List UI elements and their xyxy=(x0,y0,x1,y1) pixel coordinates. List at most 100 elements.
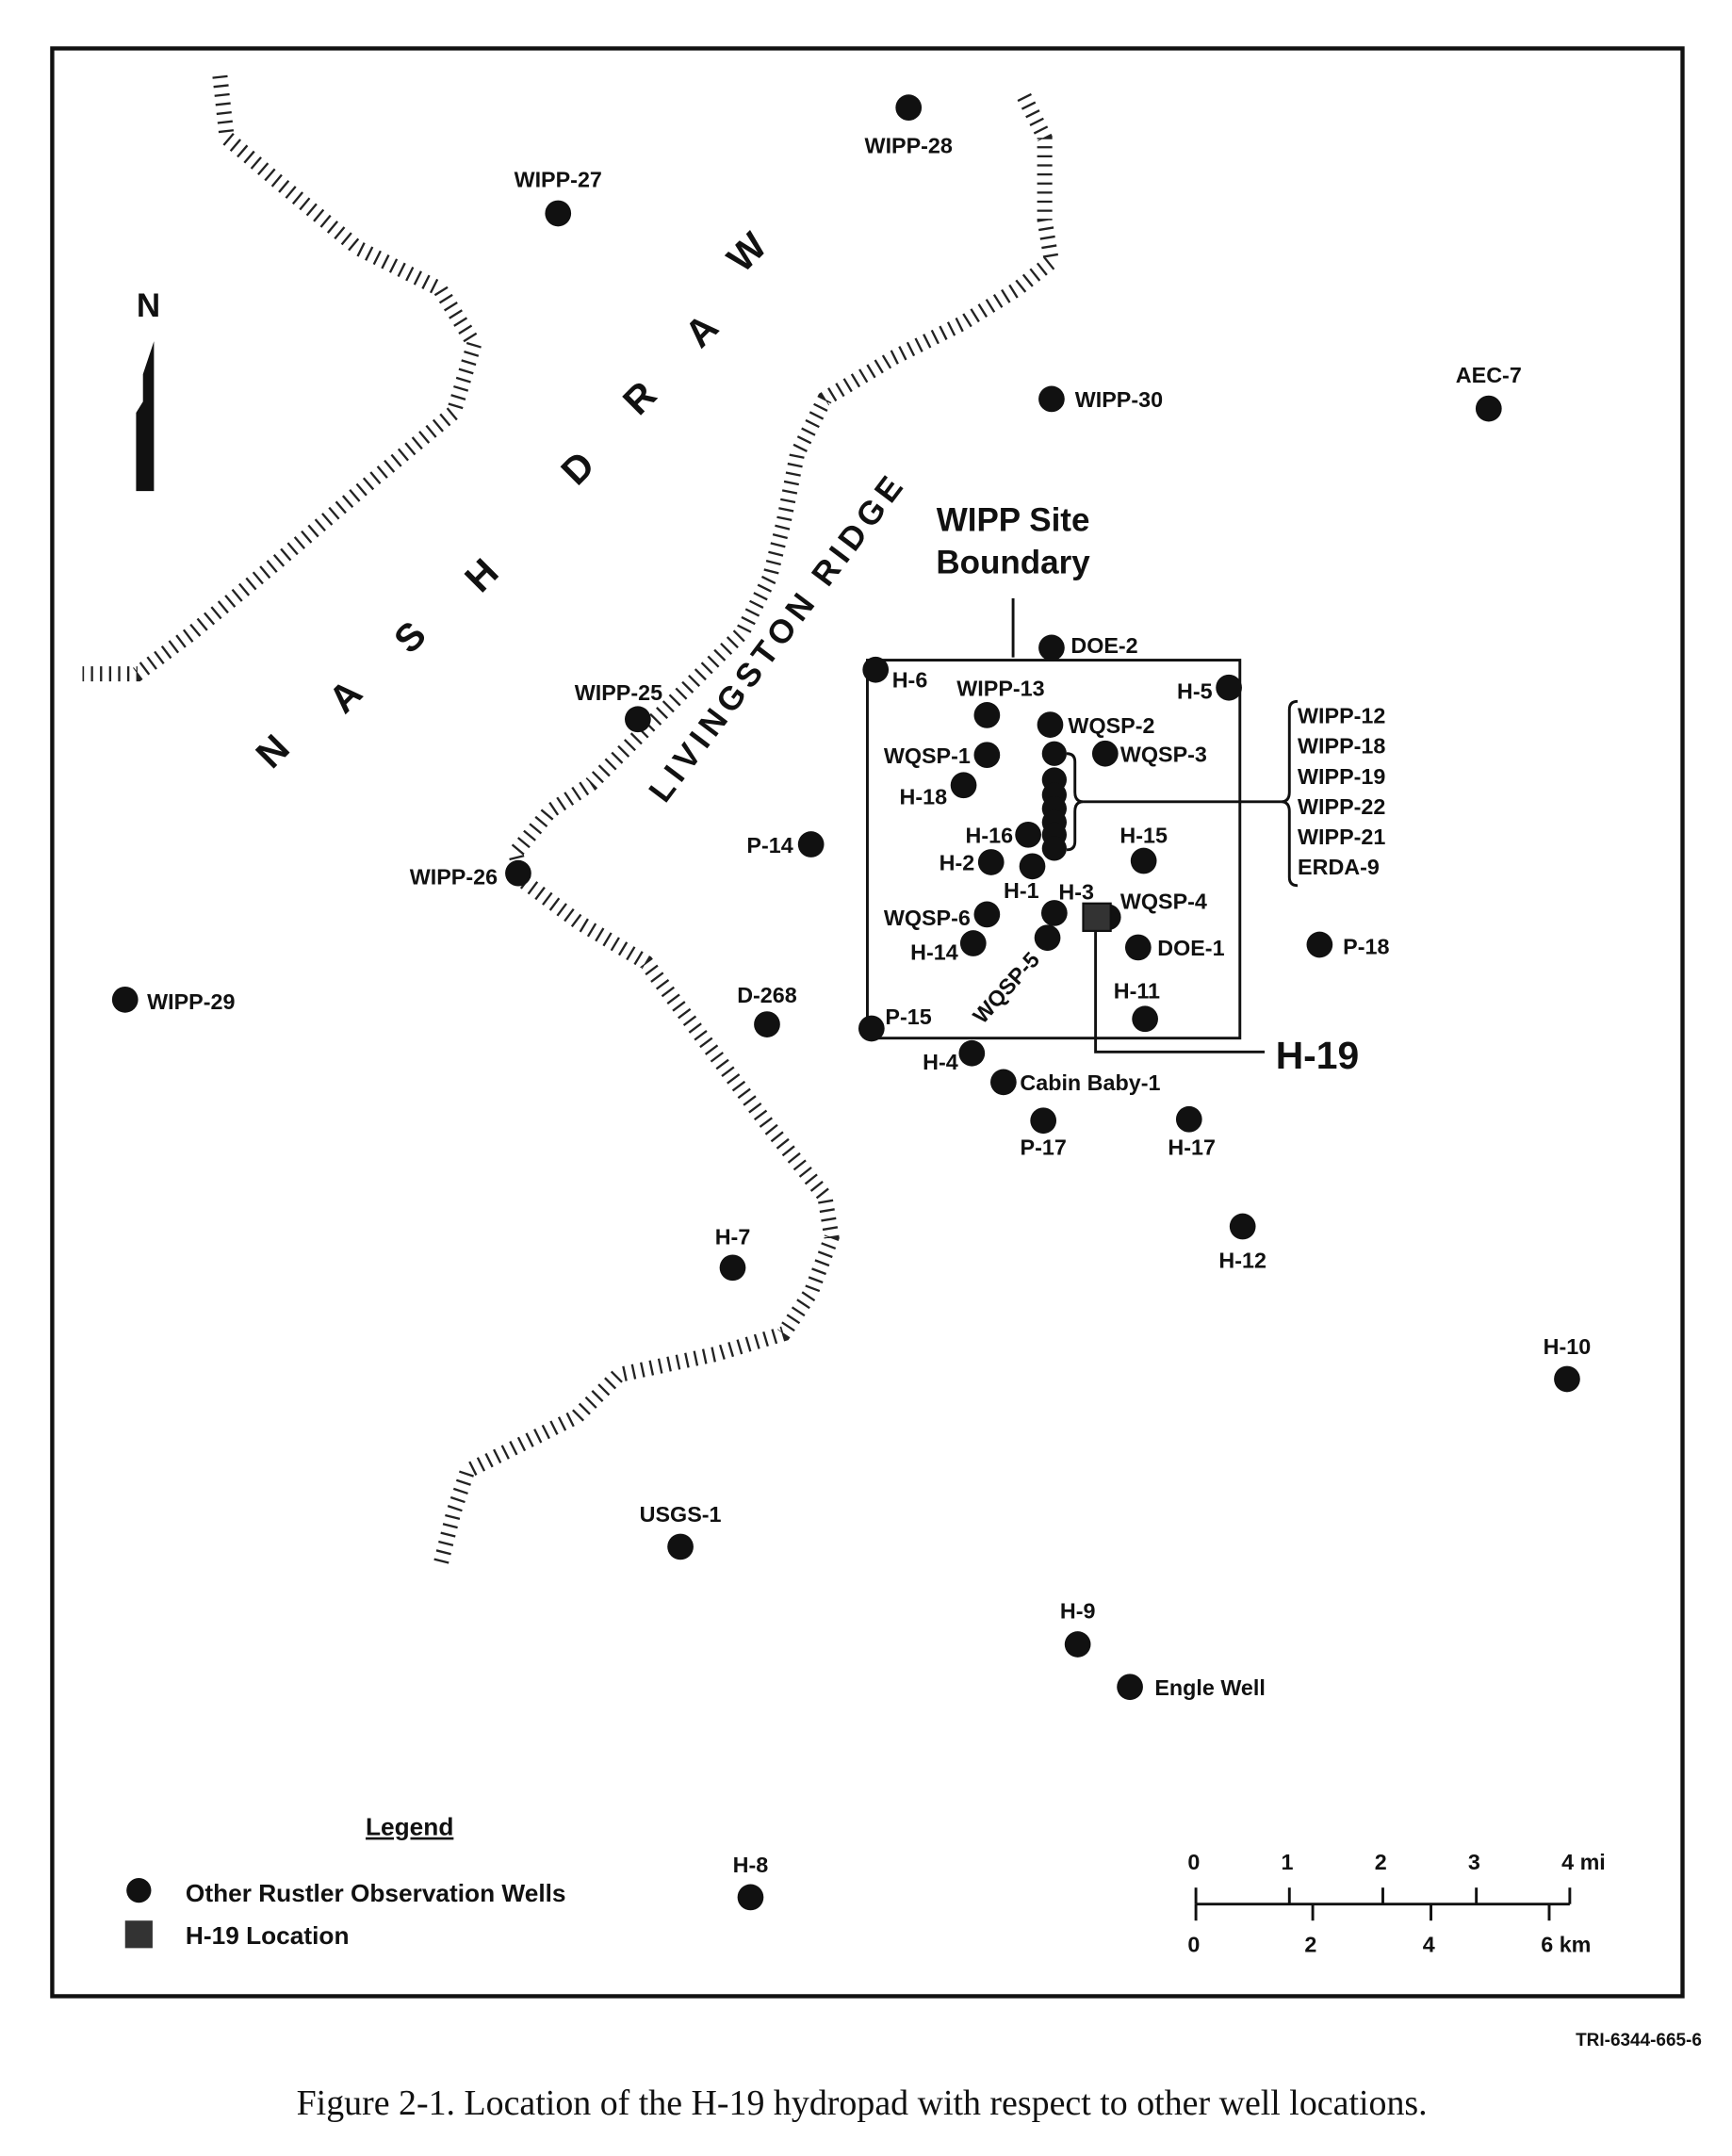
well-dot-icon xyxy=(1034,924,1061,952)
well-marker: WIPP-29 xyxy=(111,986,235,1014)
well-label: WQSP-6 xyxy=(884,906,971,930)
well-label: H-5 xyxy=(1177,678,1213,703)
well-dot-icon xyxy=(1030,1107,1057,1135)
well-label: H-1 xyxy=(1004,878,1039,903)
h19-leader-line xyxy=(1094,930,1266,1054)
well-marker: AEC-7 xyxy=(1456,363,1522,422)
well-marker: H-3 xyxy=(1040,879,1094,926)
grouped-well-label: WIPP-22 xyxy=(1298,794,1385,819)
well-label: P-15 xyxy=(885,1004,931,1029)
well-dot-icon xyxy=(1216,674,1242,701)
nash-draw-letter: D xyxy=(552,443,602,493)
scale-label-mi: 2 xyxy=(1375,1850,1387,1874)
well-marker: WQSP-6 xyxy=(884,901,1001,930)
map-frame xyxy=(50,46,1685,1999)
well-dot-icon xyxy=(797,831,825,858)
well-dot-icon xyxy=(1038,385,1065,413)
well-marker: H-16 xyxy=(966,821,1041,848)
well-dot-icon xyxy=(1175,1105,1202,1133)
well-marker: WIPP-13 xyxy=(956,676,1045,728)
scale-label-mi: 3 xyxy=(1468,1850,1480,1874)
figure-caption: Figure 2-1. Location of the H-19 hydropa… xyxy=(297,2083,1428,2123)
well-label: H-17 xyxy=(1168,1135,1216,1160)
well-marker: D-268 xyxy=(737,983,797,1037)
scale-label-km: 4 xyxy=(1423,1933,1435,1957)
well-label: H-3 xyxy=(1058,879,1094,904)
well-marker: WQSP-1 xyxy=(884,742,1001,769)
well-label: H-12 xyxy=(1218,1248,1266,1272)
well-marker: H-10 xyxy=(1544,1334,1592,1393)
nash-draw-west-escarpment xyxy=(82,74,482,682)
well-label: H-2 xyxy=(940,851,975,875)
well-dot-icon xyxy=(1091,740,1119,767)
well-marker: H-5 xyxy=(1177,674,1242,703)
well-marker: H-8 xyxy=(733,1853,769,1911)
well-dot-icon xyxy=(1064,1631,1091,1658)
well-label: H-16 xyxy=(966,824,1014,848)
well-label: H-14 xyxy=(910,940,958,965)
well-dot-icon xyxy=(1041,741,1067,766)
well-marker: WQSP-2 xyxy=(1037,711,1154,738)
well-label: WIPP-30 xyxy=(1075,387,1163,412)
well-marker: H-14 xyxy=(910,930,987,965)
well-marker: H-2 xyxy=(940,849,1005,875)
well-marker: H-12 xyxy=(1218,1213,1266,1272)
grouped-wells-bracket xyxy=(1066,699,1299,888)
well-dot-icon xyxy=(624,706,651,733)
well-dot-icon xyxy=(977,849,1005,875)
well-marker: Cabin Baby-1 xyxy=(990,1069,1160,1096)
grouped-well-label: WIPP-18 xyxy=(1298,734,1385,759)
well-marker: WIPP-26 xyxy=(410,859,531,889)
well-label: Cabin Baby-1 xyxy=(1020,1070,1160,1095)
well-marker: DOE-2 xyxy=(1038,633,1138,662)
nash-draw-letter: A xyxy=(677,305,727,355)
well-dot-icon xyxy=(1475,395,1502,422)
well-label: USGS-1 xyxy=(640,1502,722,1527)
well-label: AEC-7 xyxy=(1456,363,1522,387)
north-arrow: N xyxy=(136,287,160,492)
h19-square-icon xyxy=(1082,902,1112,933)
legend-item-wells: Other Rustler Observation Wells xyxy=(186,1879,566,1907)
well-label: H-18 xyxy=(899,785,947,809)
scale-label-mi: 4 mi xyxy=(1561,1850,1606,1874)
well-label: H-10 xyxy=(1544,1334,1592,1359)
grouped-well-label: WIPP-19 xyxy=(1298,764,1385,789)
well-marker: WQSP-3 xyxy=(1091,740,1207,767)
well-label: DOE-2 xyxy=(1070,633,1137,658)
well-label: WIPP-29 xyxy=(147,989,235,1014)
well-marker: WIPP-30 xyxy=(1038,385,1163,413)
nash-draw-letter: W xyxy=(719,223,776,280)
well-marker: WIPP-27 xyxy=(515,168,602,227)
nash-draw-letter: S xyxy=(385,612,434,662)
nash-draw-letter: R xyxy=(614,373,664,423)
well-dot-icon xyxy=(1117,1674,1143,1701)
well-label: H-4 xyxy=(923,1050,958,1074)
well-label: H-9 xyxy=(1060,1598,1096,1623)
h19-square-icon xyxy=(124,1920,153,1949)
well-label: D-268 xyxy=(737,983,797,1007)
grouped-well-labels: WIPP-12WIPP-18WIPP-19WIPP-22WIPP-21ERDA-… xyxy=(1298,704,1385,879)
site-boundary-title-2: Boundary xyxy=(936,545,1090,581)
well-dot-icon xyxy=(754,1011,780,1037)
h19-location: H-19 xyxy=(1082,902,1359,1077)
grouped-well-dots xyxy=(1041,741,1067,861)
well-label: Engle Well xyxy=(1154,1675,1266,1700)
well-dot-icon xyxy=(990,1069,1017,1096)
well-dot-icon xyxy=(958,1039,986,1067)
well-marker: H-15 xyxy=(1119,824,1168,874)
well-label: WQSP-5 xyxy=(968,947,1044,1028)
well-label: WQSP-1 xyxy=(884,743,971,768)
well-marker: H-4 xyxy=(923,1039,986,1074)
well-dot-icon xyxy=(1124,934,1152,961)
well-dot-icon xyxy=(1132,1005,1158,1033)
grouped-well-label: WIPP-21 xyxy=(1298,825,1385,849)
well-marker: DOE-1 xyxy=(1124,934,1225,961)
well-dot-icon xyxy=(1041,836,1067,861)
scale-label-km: 0 xyxy=(1187,1933,1200,1957)
well-marker: Engle Well xyxy=(1117,1674,1266,1701)
well-label: H-8 xyxy=(733,1853,769,1877)
legend-title: Legend xyxy=(366,1813,453,1841)
well-dot-icon xyxy=(719,1254,746,1282)
